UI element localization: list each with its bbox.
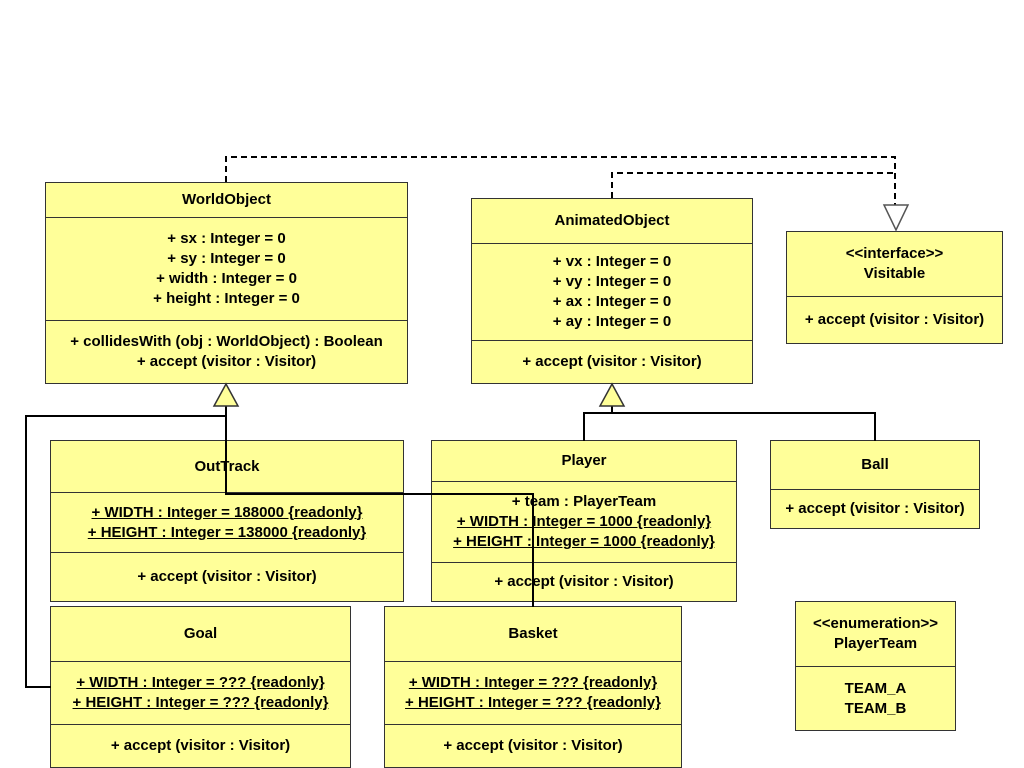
static-attribute: + HEIGHT : Integer = ??? {readonly} (405, 694, 661, 711)
generalization-animatedobject-arrowhead (598, 382, 626, 407)
static-attribute: + WIDTH : Integer = 188000 {readonly} (91, 503, 363, 521)
class-name: Ball (861, 456, 889, 473)
class-name-section: AnimatedObject (472, 199, 752, 243)
attributes-section: + WIDTH : Integer = ??? {readonly} + HEI… (51, 662, 350, 724)
class-name: Visitable (863, 265, 926, 282)
operations-section: + collidesWith (obj : WorldObject) : Boo… (46, 321, 407, 383)
attribute: + ay : Integer = 0 (552, 313, 672, 330)
class-name-section: <<enumeration>> PlayerTeam (796, 602, 955, 666)
class-name-section: Player (432, 441, 736, 481)
class-playerteam: <<enumeration>> PlayerTeam TEAM_A TEAM_B (795, 601, 956, 731)
class-name-section: <<interface>> Visitable (787, 232, 1002, 296)
operation: + accept (visitor : Visitor) (804, 311, 985, 328)
attribute: + height : Integer = 0 (153, 290, 300, 307)
literals-section: TEAM_A TEAM_B (796, 667, 955, 730)
operation: + accept (visitor : Visitor) (443, 737, 623, 754)
class-goal: Goal + WIDTH : Integer = ??? {readonly} … (50, 606, 351, 768)
class-ball: Ball + accept (visitor : Visitor) (770, 440, 980, 529)
class-stereotype: <<interface>> (845, 245, 944, 262)
class-name: Basket (508, 625, 558, 642)
static-attribute: + WIDTH : Integer = ??? {readonly} (408, 674, 658, 691)
static-attribute: + WIDTH : Integer = 1000 {readonly} (456, 513, 712, 530)
attributes-section: + team : PlayerTeam + WIDTH : Integer = … (432, 482, 736, 562)
operation: + collidesWith (obj : WorldObject) : Boo… (70, 333, 383, 350)
operations-section: + accept (visitor : Visitor) (385, 725, 681, 767)
attribute: + sy : Integer = 0 (167, 250, 286, 267)
operations-section: + accept (visitor : Visitor) (51, 553, 403, 601)
class-name-section: Goal (51, 607, 350, 661)
class-name-section: Ball (771, 441, 979, 489)
class-name-section: WorldObject (46, 183, 407, 217)
class-stereotype: <<enumeration>> (812, 615, 939, 632)
realization-arrowhead (882, 204, 910, 232)
realization-animatedobject-visitable (611, 172, 893, 198)
operation: + accept (visitor : Visitor) (494, 573, 674, 590)
operation: + accept (visitor : Visitor) (136, 353, 317, 370)
operation: + accept (visitor : Visitor) (110, 737, 291, 754)
enum-literal: TEAM_A (844, 679, 907, 697)
operation: + accept (visitor : Visitor) (522, 353, 702, 370)
generalization-player-animatedobject (583, 406, 613, 441)
operations-section: + accept (visitor : Visitor) (432, 563, 736, 601)
class-basket: Basket + WIDTH : Integer = ??? {readonly… (384, 606, 682, 768)
attributes-section: + vx : Integer = 0 + vy : Integer = 0 + … (472, 244, 752, 340)
attribute: + width : Integer = 0 (156, 270, 297, 287)
attribute: + vy : Integer = 0 (552, 273, 672, 290)
static-attribute: + WIDTH : Integer = ??? {readonly} (76, 674, 325, 691)
static-attribute: + HEIGHT : Integer = 1000 {readonly} (453, 533, 715, 550)
class-name: AnimatedObject (554, 212, 670, 229)
attribute: + team : PlayerTeam (511, 493, 657, 510)
class-name: Player (561, 452, 607, 469)
class-name-section: OutTrack (51, 441, 403, 492)
attributes-section: + sx : Integer = 0 + sy : Integer = 0 + … (46, 218, 407, 320)
class-name-section: Basket (385, 607, 681, 661)
class-worldobject: WorldObject + sx : Integer = 0 + sy : In… (45, 182, 408, 384)
attribute: + vx : Integer = 0 (552, 253, 672, 270)
static-attribute: + HEIGHT : Integer = 138000 {readonly} (87, 523, 367, 541)
class-player: Player + team : PlayerTeam + WIDTH : Int… (431, 440, 737, 602)
operations-section: + accept (visitor : Visitor) (51, 725, 350, 767)
attributes-section: + WIDTH : Integer = 188000 {readonly} + … (51, 493, 403, 552)
static-attribute: + HEIGHT : Integer = ??? {readonly} (72, 694, 329, 711)
enum-literal: TEAM_B (844, 699, 907, 717)
class-name: PlayerTeam (833, 635, 918, 652)
operations-section: + accept (visitor : Visitor) (771, 490, 979, 528)
operations-section: + accept (visitor : Visitor) (787, 297, 1002, 343)
class-name: Goal (183, 625, 218, 642)
class-visitable: <<interface>> Visitable + accept (visito… (786, 231, 1003, 344)
attribute: + sx : Integer = 0 (167, 230, 286, 247)
class-name: WorldObject (182, 191, 271, 208)
class-name: OutTrack (194, 457, 260, 475)
class-outtrack: OutTrack + WIDTH : Integer = 188000 {rea… (50, 440, 404, 602)
operation: + accept (visitor : Visitor) (785, 500, 965, 517)
generalization-ball-animatedobject (612, 412, 876, 441)
operations-section: + accept (visitor : Visitor) (472, 341, 752, 383)
operation: + accept (visitor : Visitor) (137, 568, 317, 585)
class-animatedobject: AnimatedObject + vx : Integer = 0 + vy :… (471, 198, 753, 384)
attribute: + ax : Integer = 0 (552, 293, 672, 310)
attributes-section: + WIDTH : Integer = ??? {readonly} + HEI… (385, 662, 681, 724)
generalization-worldobject-arrowhead (212, 382, 240, 407)
